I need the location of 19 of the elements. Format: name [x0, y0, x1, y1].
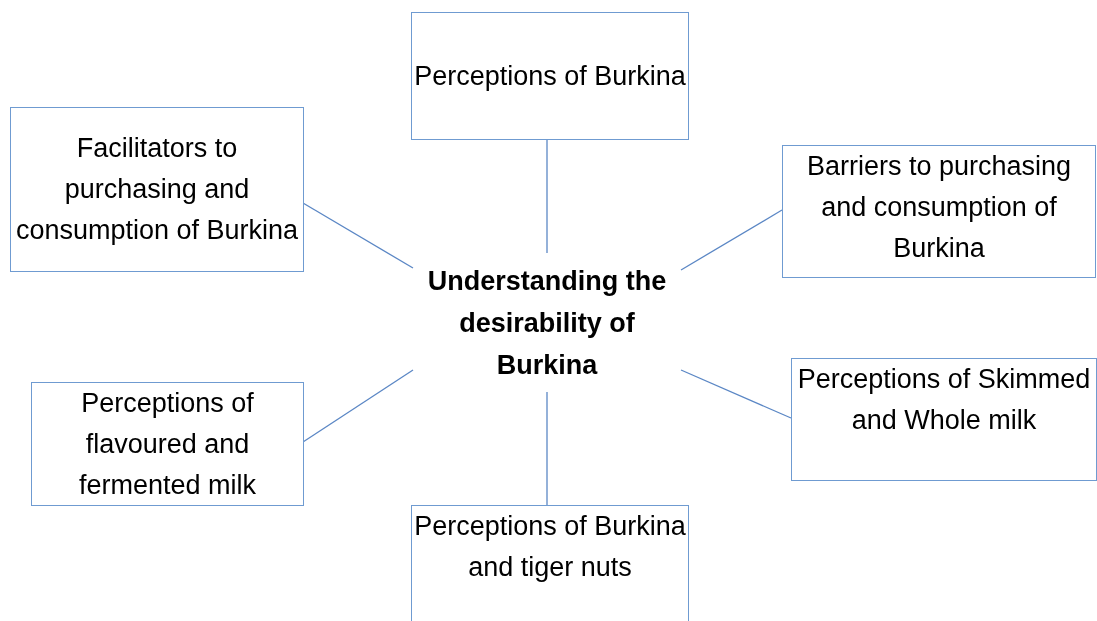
connector-line — [302, 369, 414, 443]
topic-box — [782, 145, 1096, 278]
topic-text: Perceptions of Burkina and tiger nuts — [413, 510, 687, 584]
connector-line — [546, 391, 548, 506]
topic-text: Perceptions of flavoured and fermented milk — [77, 386, 258, 502]
topic-box — [411, 12, 689, 140]
topic-text: Perceptions of Skimmed and Whole milk — [796, 363, 1092, 437]
connector-line — [302, 202, 414, 269]
topic-text: Facilitators to purchasing and consumption of Burkina — [14, 132, 300, 247]
topic-text: Perceptions of Burkina — [414, 59, 686, 93]
topic-box — [791, 358, 1097, 481]
topic-text: Barriers to purchasing and consumption of Burkina — [805, 150, 1073, 265]
central-topic-text: Understanding the desirability of Burkina — [413, 253, 681, 392]
connector-line — [546, 138, 548, 254]
connector-line — [680, 209, 783, 271]
topic-box — [10, 107, 304, 272]
connector-line — [680, 369, 792, 419]
topic-box — [31, 382, 304, 506]
topic-box — [411, 505, 689, 621]
